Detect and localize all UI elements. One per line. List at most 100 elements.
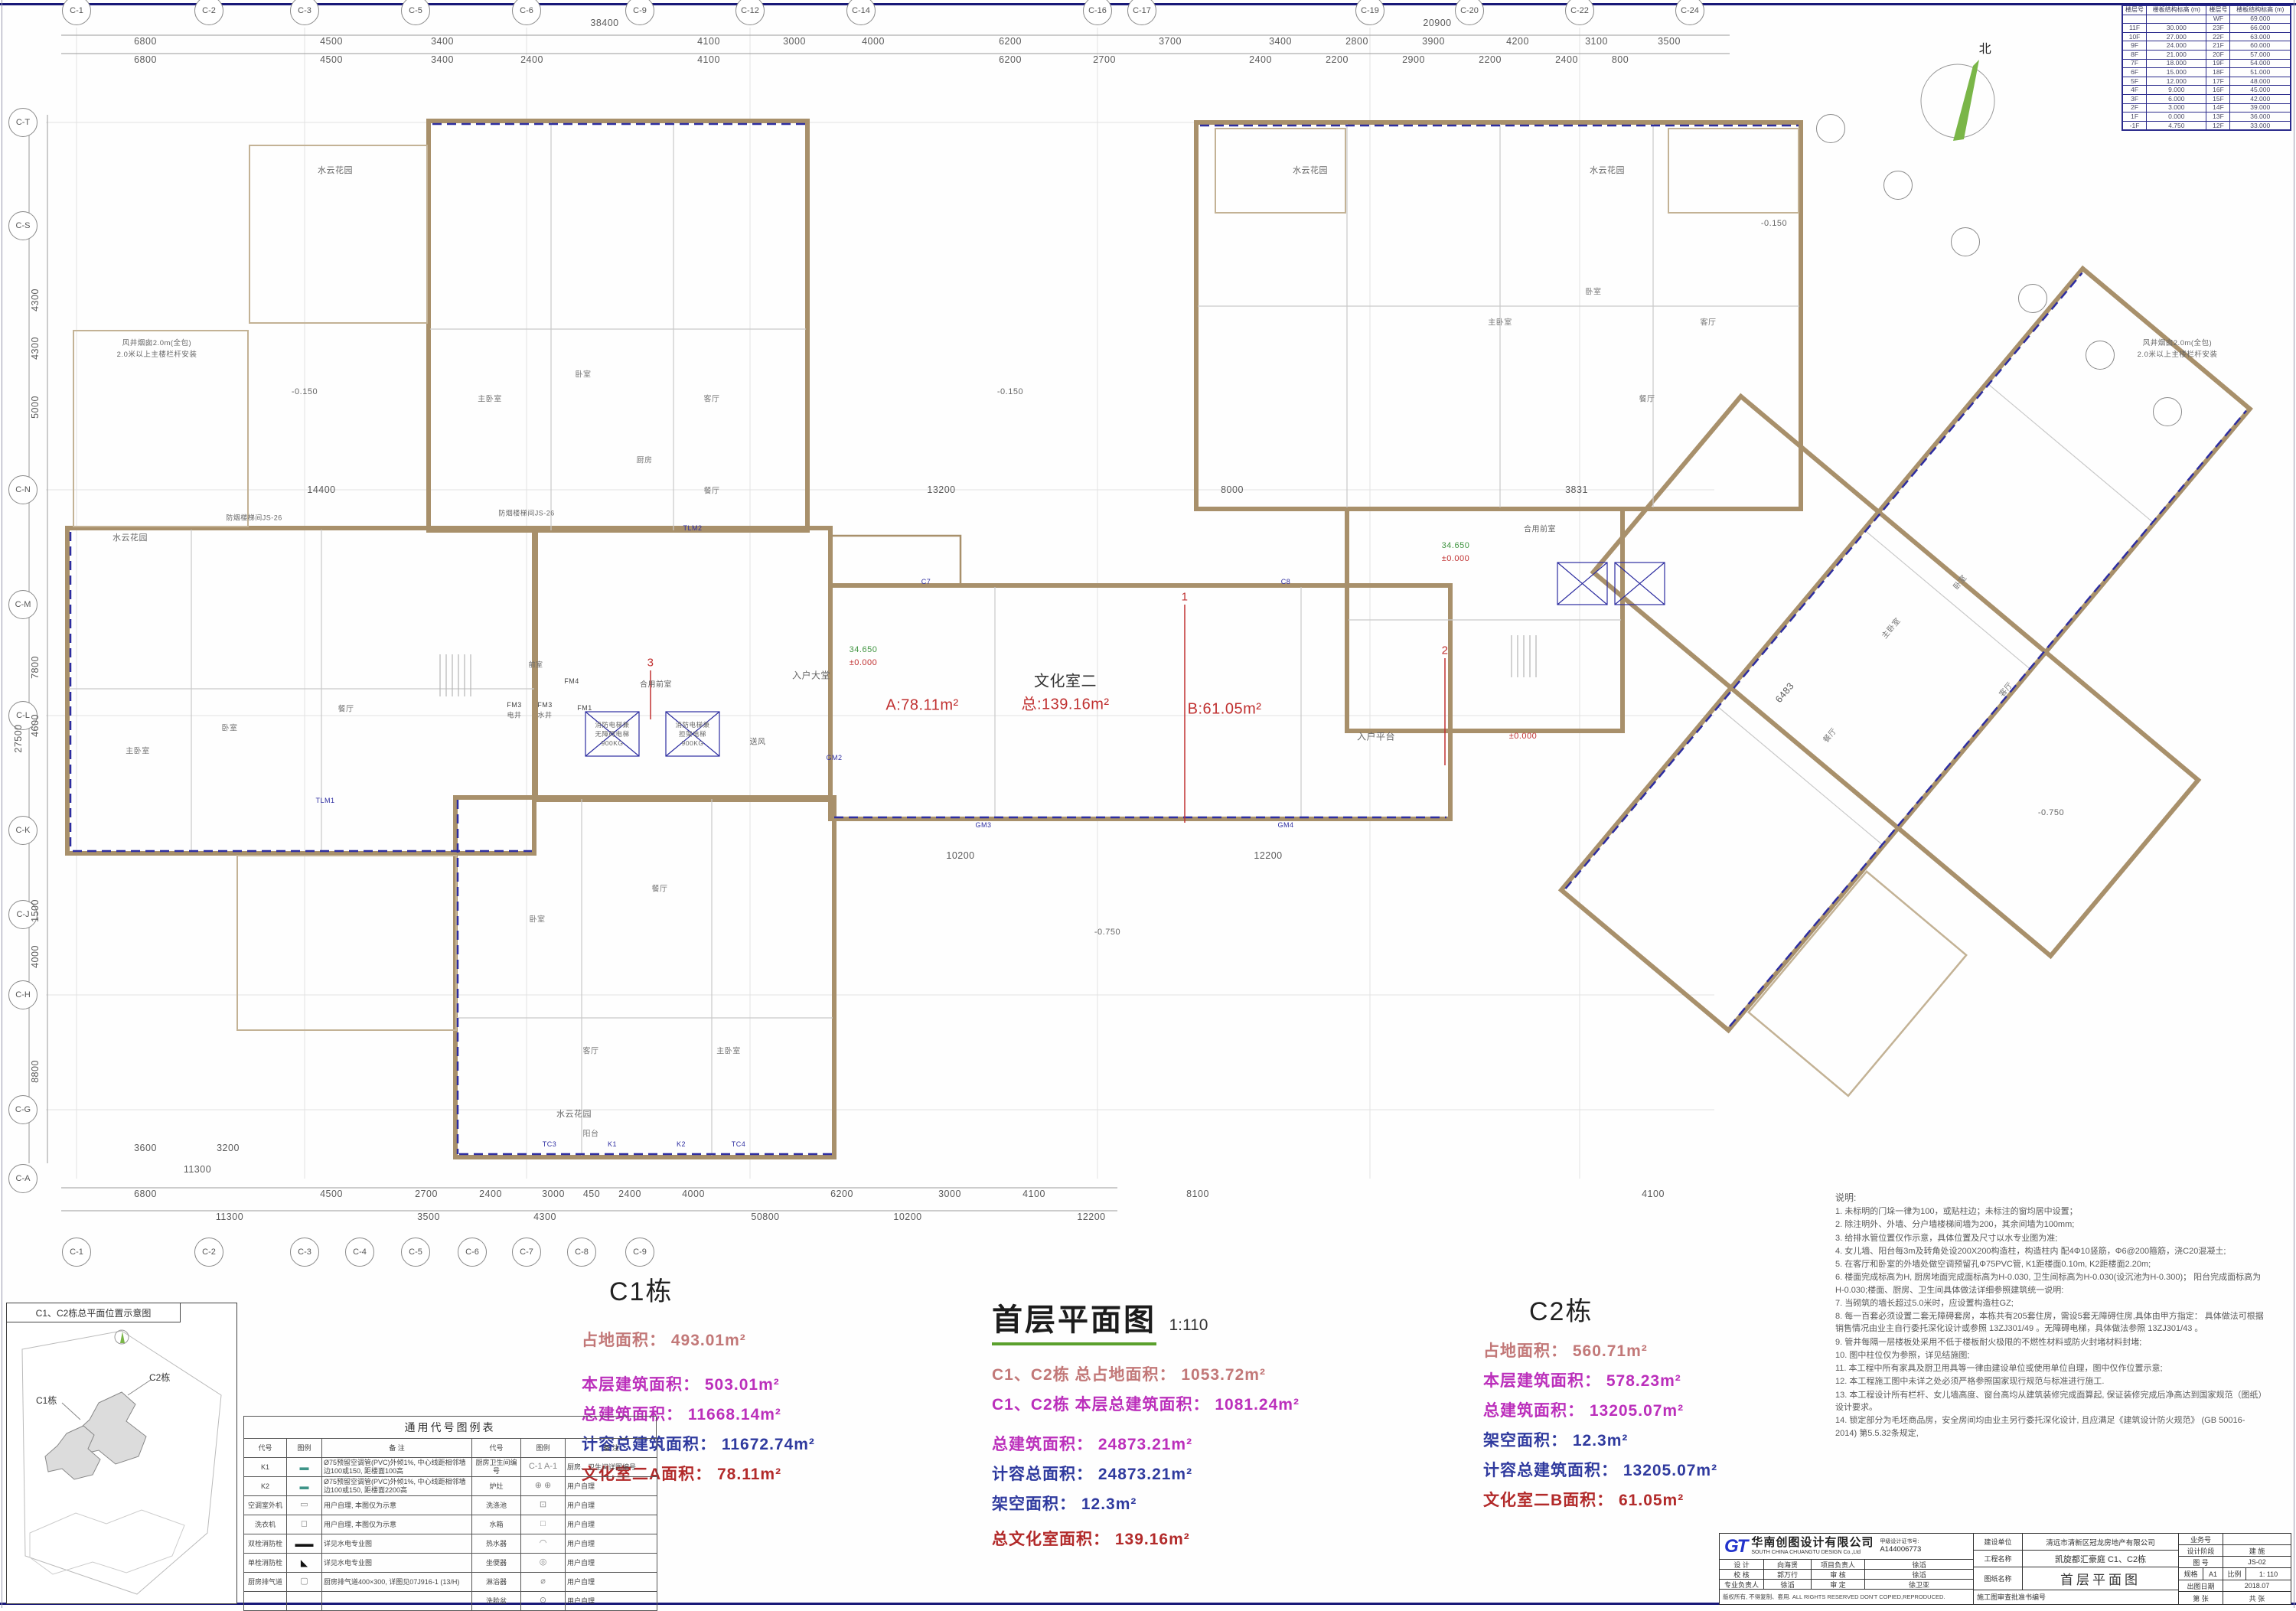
floor-cell: 13F [2206, 112, 2231, 122]
axis-bubble: C-M [8, 590, 38, 619]
plan-annotation: 水云花园 [556, 1110, 592, 1119]
plan-annotation: 合用前室 [1524, 525, 1556, 534]
plan-annotation: 34.650 [1441, 541, 1470, 550]
plan-annotation: 3400 [431, 54, 454, 65]
plan-annotation: 合用前室 [640, 680, 672, 690]
floor-cell: 9F [2122, 41, 2148, 51]
elevation-cell: 0.000 [2146, 112, 2207, 122]
plan-annotation: ±0.000 [1441, 554, 1470, 563]
total-stat-line: 总文化室面积： 139.16m² [992, 1531, 1190, 1548]
floor-cell: 20F [2206, 49, 2231, 60]
plan-annotation: 主卧室 [126, 747, 150, 756]
date-label: 出图日期 [2179, 1580, 2223, 1591]
elevation-cell: 33.000 [2229, 120, 2291, 131]
axis-bubble: C-4 [345, 1238, 374, 1267]
plan-annotation: 20900 [1423, 18, 1452, 28]
legend-row: K2 ▬ Ø75预留空调管(PVC)外倾1%, 中心线距相邻墙边100或150,… [243, 1476, 657, 1496]
legend-icon: ◻ [286, 1515, 322, 1534]
personnel-label: 专业负责人 [1720, 1580, 1764, 1590]
plan-annotation: 4300 [30, 337, 41, 360]
note-line: 9. 管井每隔一层楼板处采用不低于楼板耐火极限的不燃性材料或防火封堵材料封堵; [1835, 1337, 2142, 1347]
plan-annotation: -0.150 [1760, 219, 1788, 228]
axis-bubble: C-20 [1455, 0, 1484, 25]
personnel-label: 审 核 [1812, 1570, 1865, 1580]
legend-code: 双栓消防栓 [243, 1534, 287, 1554]
floor-cell: 19F [2206, 58, 2231, 69]
spec-label: 规格 [2179, 1568, 2203, 1580]
plan-annotation: 入户大堂 [791, 670, 831, 681]
plan-annotation: 4100 [697, 36, 720, 47]
plan-annotation: 3500 [1658, 36, 1681, 47]
plan-annotation: 4500 [320, 36, 343, 47]
axis-bubble: C-7 [512, 1238, 541, 1267]
floor-cell: 8F [2122, 49, 2148, 60]
legend-code: 炉灶 [471, 1476, 521, 1496]
legend-note: 厨房排气道400×300, 详图见07J916-1 (13/H) [321, 1572, 472, 1592]
copyright-note: 版权所有, 不得复制、套用. ALL RIGHTS RESERVED DON'T… [1723, 1593, 1945, 1600]
legend-icon: □ [520, 1515, 566, 1534]
legend-code: 厨房排气道 [243, 1572, 287, 1592]
axis-bubble: C-24 [1675, 0, 1704, 25]
floor-cell: 15F [2206, 93, 2231, 104]
plan-annotation: 7800 [30, 656, 41, 679]
floor-table-row: 10F 27.000 22F 63.000 [2122, 31, 2291, 42]
plan-annotation: 3400 [431, 36, 454, 47]
legend-col-code: 代号 [471, 1438, 521, 1458]
stage-label: 设计阶段 [2179, 1545, 2223, 1556]
plan-annotation: TC3 [542, 1140, 557, 1148]
figure-number-label: 图 号 [2179, 1557, 2223, 1567]
legend-note: 用户自理 [565, 1534, 657, 1554]
sheetname-label: 图纸名称 [1974, 1567, 2023, 1590]
personnel-label: 审 定 [1812, 1580, 1865, 1590]
legend-note: 用户自理, 本图仅为示意 [321, 1515, 472, 1534]
plan-annotation: 2400 [520, 54, 543, 65]
floor-cell: 18F [2206, 67, 2231, 77]
elevation-cell: 66.000 [2229, 23, 2291, 33]
plan-annotation: -0.750 [1094, 928, 1121, 937]
scale-label: 比例 [2223, 1568, 2246, 1580]
legend-icon: ▢ [286, 1572, 322, 1592]
plan-annotation: 前室 [528, 660, 543, 669]
plan-annotation: 8100 [1186, 1189, 1209, 1199]
plan-annotation: 3600 [134, 1143, 157, 1153]
axis-bubble [1951, 227, 1980, 256]
elevation-cell: 69.000 [2229, 14, 2291, 24]
elevator-shafts [585, 562, 1665, 757]
plan-annotation: 10200 [946, 850, 975, 861]
elevation-cell: 54.000 [2229, 58, 2291, 69]
note-line: 12. 本工程施工图中未详之处必须严格参照国家现行规范与标准进行施工. [1835, 1377, 2105, 1387]
elevation-cell: 63.000 [2229, 31, 2291, 42]
figure-number: JS-02 [2248, 1558, 2266, 1566]
axis-bubble: C-S [8, 211, 38, 240]
legend-col-code: 代号 [243, 1438, 287, 1458]
plan-annotation: 8800 [30, 1060, 41, 1083]
elevation-cell: 21.000 [2146, 49, 2207, 60]
plan-annotation: 6200 [830, 1189, 853, 1199]
elevation-cell: 30.000 [2146, 23, 2207, 33]
personnel-label: 项目负责人 [1812, 1560, 1865, 1570]
legend-code: 厨房卫生间编号 [471, 1457, 521, 1477]
plan-annotation: 餐厅 [651, 885, 668, 894]
legend-note: 详见水电专业图 [321, 1553, 472, 1573]
plan-annotation: 总:139.16m² [1021, 696, 1110, 713]
elevation-cell: 24.000 [2146, 41, 2207, 51]
axis-bubble: C-5 [401, 0, 430, 25]
plan-annotation: K2 [676, 1140, 687, 1148]
note-line: 7. 当砌筑的墙长超过5.0米时，应设置构造柱GZ; [1835, 1298, 2014, 1308]
floor-cell: 2F [2122, 103, 2148, 113]
plan-annotation: 3 [647, 656, 654, 670]
floor-cell: WF [2206, 14, 2231, 24]
floor-cell: 17F [2206, 76, 2231, 86]
floor-cell [2122, 14, 2148, 24]
spec-value: A1 [2203, 1568, 2223, 1580]
elevation-cell: 12.000 [2146, 76, 2207, 86]
plan-annotation: 6200 [999, 54, 1022, 65]
c1-stat-line: 总建筑面积： 11668.14m² [582, 1406, 781, 1423]
plan-annotation: 2200 [1326, 54, 1349, 65]
floor-cell: 4F [2122, 85, 2148, 95]
elevation-cell [2146, 14, 2207, 24]
plan-annotation: 卧室 [575, 370, 592, 380]
location-inset-map: C1、C2栋总平面位置示意图 C1栋 C2栋 [6, 1303, 237, 1604]
plan-annotation: 4300 [30, 289, 41, 311]
total-pages-label: 共 张 [2249, 1594, 2265, 1603]
